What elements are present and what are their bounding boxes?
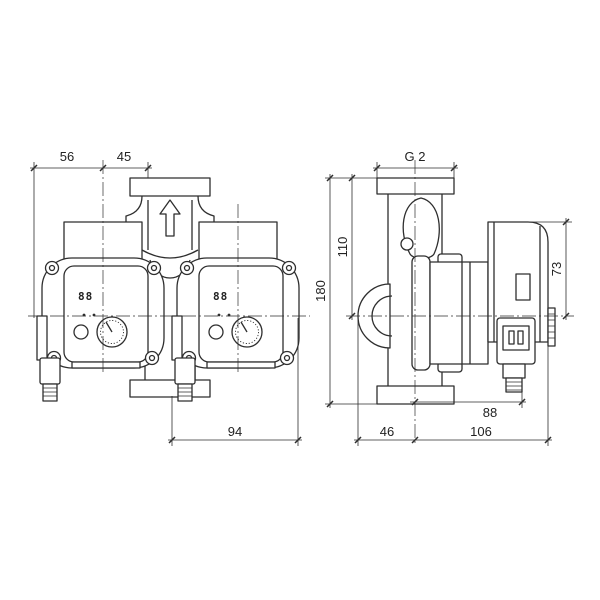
bottom-flange-side	[376, 385, 455, 405]
top-flange-side	[376, 177, 455, 195]
dimension-tick	[348, 174, 356, 182]
bolt-head	[144, 350, 160, 366]
dim-label-88: 88	[483, 405, 497, 420]
top-neck-right	[197, 195, 215, 222]
bolt-head	[146, 260, 162, 276]
center-lines	[28, 160, 574, 446]
thread-lines	[43, 387, 57, 397]
dimension-tick	[562, 312, 570, 320]
dimension-tick	[562, 218, 570, 226]
gland-body	[174, 357, 196, 385]
terminal-box-window	[515, 273, 531, 301]
gland-tube	[36, 315, 48, 361]
knob-scale	[100, 320, 124, 344]
dimension-tick	[518, 398, 526, 406]
valve-pivot	[400, 237, 414, 251]
dim-label-180: 180	[313, 280, 328, 302]
dim-label-106: 106	[470, 424, 492, 439]
knob-indicator	[240, 321, 248, 333]
dimension-tick	[411, 398, 419, 406]
top-flange	[129, 177, 211, 197]
knob-indicator	[105, 321, 113, 333]
panel-base	[206, 361, 276, 369]
dimension-tick	[450, 164, 458, 172]
side-latch	[547, 307, 556, 347]
dim-label-g2: G 2	[405, 149, 426, 164]
gland-thread	[42, 383, 58, 402]
motor-body	[429, 261, 489, 365]
plug-gland-body	[502, 363, 526, 379]
plug-thread-lines	[506, 381, 522, 391]
dim-label-73: 73	[549, 262, 564, 276]
dim-label-46: 46	[380, 424, 394, 439]
dim-label-56: 56	[60, 149, 74, 164]
bottom-flange	[129, 379, 211, 398]
dim-label-94: 94	[228, 424, 242, 439]
dimension-tick	[544, 436, 552, 444]
bolt-hole	[48, 264, 56, 272]
cable-gland	[171, 315, 196, 402]
gland-tube	[171, 315, 183, 361]
pump-head-right: 88	[171, 221, 300, 402]
control-panel	[198, 265, 284, 363]
control-panel	[63, 265, 149, 363]
plug-gland-thread	[505, 377, 523, 393]
pipe-wall-inner	[147, 200, 193, 250]
dimension-tick	[99, 164, 107, 172]
dimension-tick	[411, 436, 419, 444]
dimension-tick	[326, 400, 334, 408]
bolt-hole	[283, 354, 291, 362]
motor-ribs	[461, 262, 471, 364]
gland-body	[39, 357, 61, 385]
dimension-tick	[373, 164, 381, 172]
dimensions: 56 45 94 G 2 180 110 73	[30, 149, 572, 446]
bolt-head	[44, 260, 60, 276]
dimension-tick	[144, 164, 152, 172]
bolt-head	[281, 260, 297, 276]
operating-button	[208, 324, 224, 340]
thread-lines	[178, 387, 192, 397]
dimension-tick	[326, 174, 334, 182]
flow-arrow	[159, 199, 181, 237]
dimension-tick	[354, 436, 362, 444]
bolt-hole	[148, 354, 156, 362]
bolt-head	[179, 260, 195, 276]
display-readout: 88	[78, 290, 93, 303]
gland-thread	[177, 383, 193, 402]
dim-label-110: 110	[335, 237, 350, 258]
dimension-tick	[294, 436, 302, 444]
latch-grip-lines	[548, 313, 555, 339]
bolt-hole	[285, 264, 293, 272]
panel-base	[71, 361, 141, 369]
display-readout: 88	[213, 290, 228, 303]
plug-face	[502, 325, 530, 351]
top-neck-left	[125, 195, 143, 222]
operating-button	[73, 324, 89, 340]
bolt-hole	[183, 264, 191, 272]
dimension-tick	[168, 436, 176, 444]
terminal-box-edges	[493, 222, 541, 342]
dimension-tick	[30, 164, 38, 172]
cable-gland	[36, 315, 61, 402]
dimension-tick	[348, 312, 356, 320]
plug-pin	[517, 330, 524, 345]
plug-pin	[508, 330, 515, 345]
body-junction-arc	[141, 249, 199, 259]
bolt-head	[279, 350, 295, 366]
side-view	[357, 177, 556, 405]
knob-scale	[235, 320, 259, 344]
dim-label-45: 45	[117, 149, 131, 164]
front-view: 88	[36, 177, 300, 402]
bolt-hole	[150, 264, 158, 272]
status-led	[217, 313, 221, 317]
